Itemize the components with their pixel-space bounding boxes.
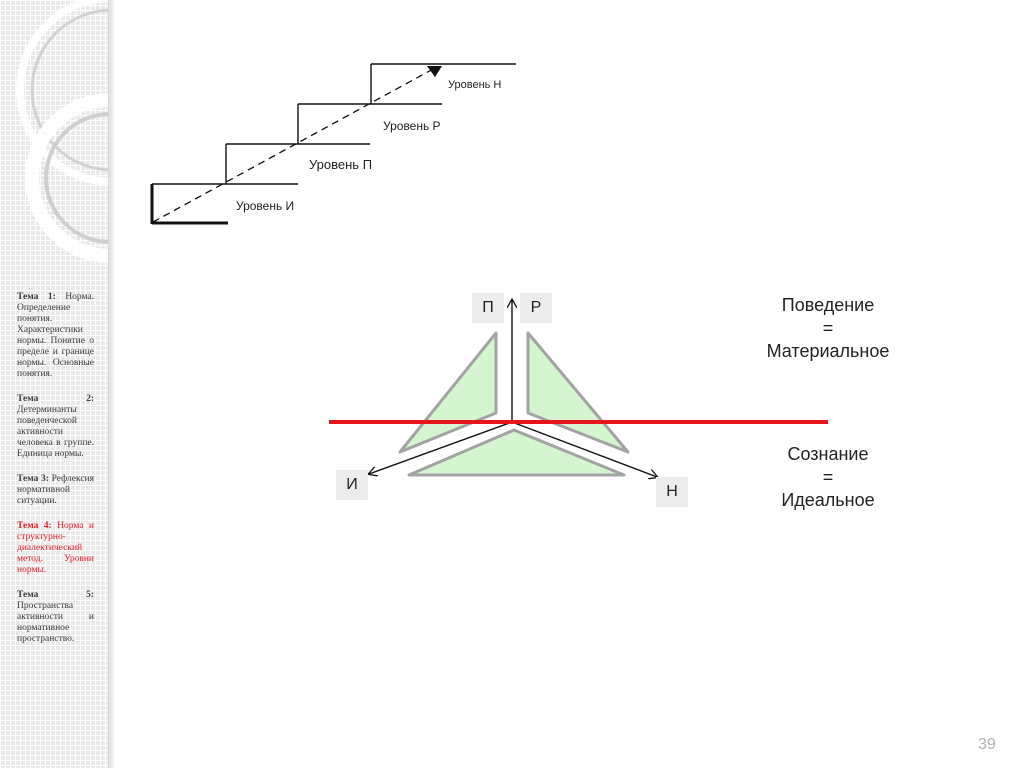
caption-behavior-line2: = bbox=[822, 318, 834, 338]
center-arrows bbox=[369, 300, 657, 477]
sidebar: Тема 1: Норма. Определение понятия. Хара… bbox=[0, 0, 112, 768]
topic-list: Тема 1: Норма. Определение понятия. Хара… bbox=[17, 292, 94, 659]
level-n-label: Уровень Н bbox=[448, 79, 502, 91]
page-number: 39 bbox=[978, 736, 996, 753]
topic-2[interactable]: Тема 2: Детерминанты поведенческой актив… bbox=[17, 394, 94, 459]
level-r-label: Уровень Р bbox=[383, 119, 441, 133]
caption-consciousness: Сознание = Идеальное bbox=[738, 443, 918, 512]
caption-consciousness-line2: = bbox=[822, 467, 834, 487]
triangle-bottom bbox=[407, 428, 626, 477]
topic-3[interactable]: Тема 3: Рефлексия нормативной ситуации. bbox=[17, 474, 94, 506]
staircase bbox=[150, 63, 516, 225]
triangle-left bbox=[398, 331, 498, 454]
caption-behavior-line3: Материальное bbox=[766, 341, 890, 361]
box-i: И bbox=[336, 470, 368, 500]
caption-behavior-line1: Поведение bbox=[781, 295, 875, 315]
caption-consciousness-line1: Сознание bbox=[787, 444, 869, 464]
topic-5[interactable]: Тема 5: Пространства активности и нормат… bbox=[17, 590, 94, 644]
stair-dashed-diagonal bbox=[152, 67, 436, 223]
stair-arrowhead bbox=[427, 66, 442, 77]
caption-consciousness-line3: Идеальное bbox=[781, 490, 875, 510]
arrow-right bbox=[511, 421, 657, 477]
box-n: Н bbox=[656, 477, 688, 507]
box-r: Р bbox=[520, 293, 552, 323]
topic-1[interactable]: Тема 1: Норма. Определение понятия. Хара… bbox=[17, 292, 94, 379]
level-i-label: Уровень И bbox=[236, 199, 295, 213]
arrow-left bbox=[369, 421, 513, 474]
caption-behavior: Поведение = Материальное bbox=[738, 294, 918, 363]
topic-4-active[interactable]: Тема 4: Норма и структурно-диалектически… bbox=[17, 521, 94, 575]
box-p: П bbox=[472, 293, 504, 323]
level-p-label: Уровень П bbox=[309, 157, 373, 172]
sidebar-edge bbox=[108, 0, 114, 768]
